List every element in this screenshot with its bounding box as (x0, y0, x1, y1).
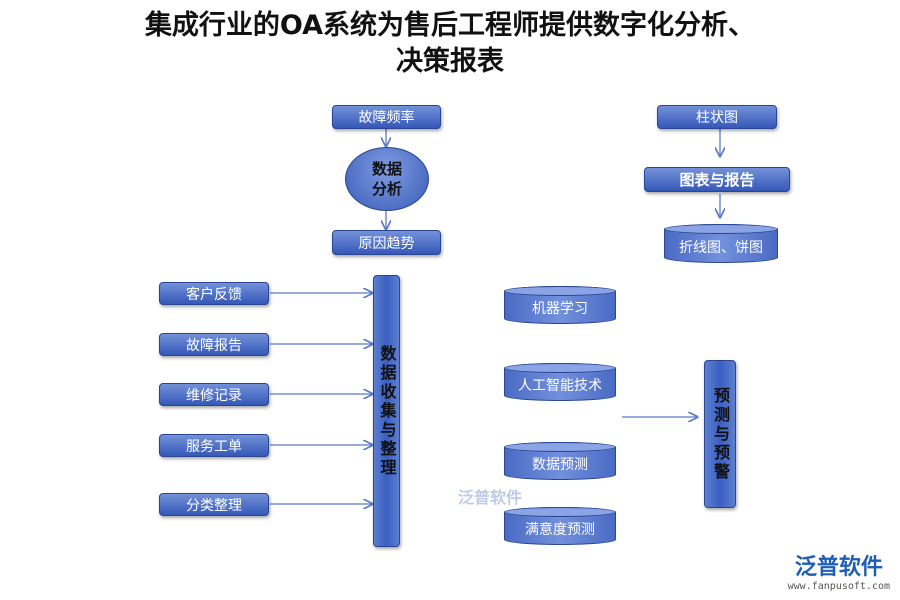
input-customer-feedback: 客户反馈 (159, 282, 269, 305)
brand-logo: 泛普软件 www.fanpusoft.com (788, 549, 890, 592)
title-line-1: 集成行业的OA系统为售后工程师提供数字化分析、 (144, 10, 756, 41)
data-collection-label: 数据收集与整理 (377, 344, 397, 478)
data-collection-box: 数据收集与整理 (373, 275, 400, 547)
title-line-2: 决策报表 (396, 46, 504, 77)
tech-data-forecast: 数据预测 (504, 442, 616, 480)
forecast-warning-label: 预测与预警 (711, 386, 730, 482)
input-classification: 分类整理 (159, 493, 269, 516)
diagram-title: 集成行业的OA系统为售后工程师提供数字化分析、 决策报表 (0, 8, 900, 80)
tech-ai: 人工智能技术 (504, 363, 616, 401)
fault-frequency-box: 故障频率 (332, 105, 441, 129)
input-service-order: 服务工单 (159, 434, 269, 457)
brand-logo-name: 泛普软件 (794, 555, 883, 580)
data-analysis-ellipse: 数据 分析 (345, 147, 429, 211)
cause-trend-box: 原因趋势 (332, 230, 441, 255)
forecast-warning-box: 预测与预警 (704, 360, 736, 508)
input-fault-report: 故障报告 (159, 333, 269, 356)
chart-report-box: 图表与报告 (644, 167, 790, 192)
tech-machine-learning: 机器学习 (504, 286, 616, 324)
bar-chart-box: 柱状图 (657, 105, 777, 129)
center-watermark: 泛普软件 (458, 488, 523, 507)
input-repair-record: 维修记录 (159, 383, 269, 406)
line-pie-cylinder: 折线图、饼图 (664, 224, 778, 263)
brand-logo-url: www.fanpusoft.com (787, 581, 890, 592)
tech-satisfaction-forecast: 满意度预测 (504, 507, 616, 545)
